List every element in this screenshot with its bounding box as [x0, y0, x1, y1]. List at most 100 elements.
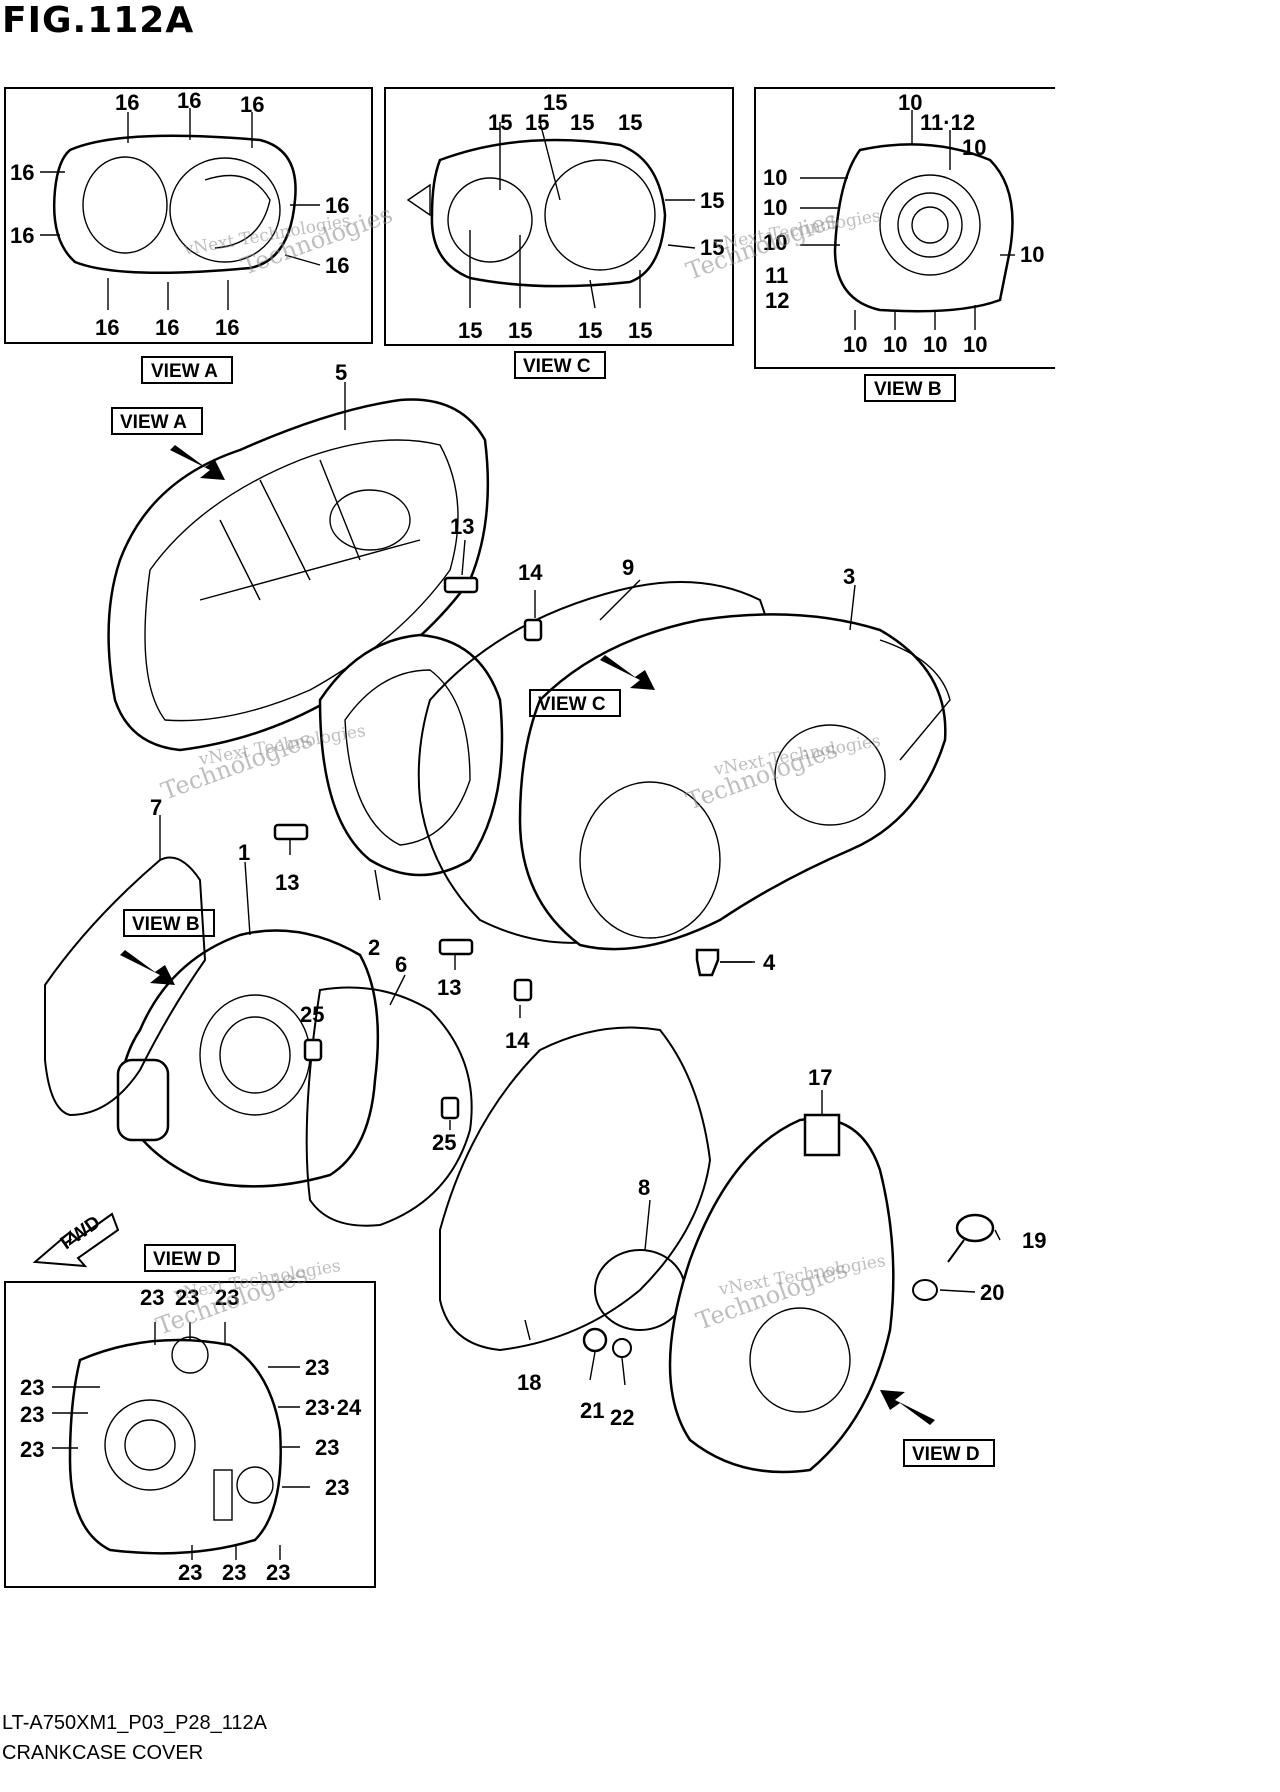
- callout-25a: 25: [300, 1002, 324, 1027]
- callout-7: 7: [150, 795, 162, 820]
- callout-2: 2: [368, 935, 380, 960]
- callout-a3: 16: [240, 92, 264, 117]
- callout-19: 19: [1022, 1228, 1046, 1253]
- part-6-gasket: [305, 986, 473, 1227]
- view-c-label: VIEW C: [523, 356, 591, 377]
- view-a-inset: 16 16 16 16 16 16 16 16 16 16: [4, 87, 373, 344]
- callout-c7: 15: [700, 235, 724, 260]
- callout-a6: 16: [325, 193, 349, 218]
- callout-c5: 15: [618, 110, 642, 135]
- part-3-crankcase-cover: [518, 613, 951, 951]
- callout-d3: 23: [215, 1285, 239, 1310]
- callout-c9: 15: [508, 318, 532, 343]
- callout-b12: 10: [923, 332, 947, 357]
- callout-20: 20: [980, 1280, 1004, 1305]
- part-1-generator-cover: [116, 929, 380, 1188]
- view-d-label-box: [144, 1244, 236, 1272]
- callout-d6: 23: [20, 1437, 44, 1462]
- part-17-right-cover: [668, 1113, 895, 1474]
- callout-a7: 16: [325, 253, 349, 278]
- part-19-oil-cap: [947, 1213, 995, 1263]
- callout-d8: 23·24: [305, 1395, 362, 1420]
- part-18-gasket: [439, 1026, 712, 1352]
- view-b-label-box: [864, 374, 956, 402]
- callout-14b: 14: [505, 1028, 530, 1053]
- callout-d9: 23: [315, 1435, 339, 1460]
- callout-18: 18: [517, 1370, 541, 1395]
- callout-c1: 15: [543, 90, 567, 115]
- main-view-a-label: VIEW A: [120, 412, 187, 433]
- callout-a2: 16: [177, 88, 201, 113]
- callout-5: 5: [335, 360, 347, 385]
- callout-a4: 16: [10, 160, 34, 185]
- view-a-label: VIEW A: [151, 361, 218, 382]
- callout-13c: 13: [437, 975, 461, 1000]
- callout-1: 1: [238, 840, 250, 865]
- callout-c4: 15: [570, 110, 594, 135]
- view-c-label-box: [514, 351, 606, 379]
- callout-6: 6: [395, 952, 407, 977]
- callout-b13: 10: [963, 332, 987, 357]
- fasteners: [273, 576, 543, 1120]
- callout-b8: 11: [765, 263, 788, 288]
- callout-17: 17: [808, 1065, 832, 1090]
- callout-a1: 16: [115, 90, 139, 115]
- callout-d12: 23: [222, 1560, 246, 1585]
- main-view-b-box: [123, 909, 215, 937]
- callout-22: 22: [610, 1405, 634, 1430]
- callout-4: 4: [763, 950, 776, 975]
- callout-25b: 25: [432, 1130, 456, 1155]
- figure-code: LT-A750XM1_P03_P28_112A: [2, 1712, 268, 1734]
- part-21-plug: [582, 1327, 608, 1353]
- callout-9: 9: [622, 555, 634, 580]
- callout-a10: 16: [215, 315, 239, 340]
- fwd-arrow: FWD: [32, 1212, 120, 1268]
- view-c-inset: 15 15 15 15 15 15 15 15 15 15 15 15: [384, 87, 734, 346]
- callout-14a: 14: [518, 560, 543, 585]
- callout-d10: 23: [325, 1475, 349, 1500]
- main-view-c-label: VIEW C: [538, 694, 606, 715]
- callout-d1: 23: [140, 1285, 164, 1310]
- figure-title: FIG.112A: [2, 0, 195, 41]
- callout-d11: 23: [178, 1560, 202, 1585]
- callout-c11: 15: [628, 318, 652, 343]
- callout-21: 21: [580, 1398, 604, 1423]
- main-leader-lines: [159, 382, 1001, 1386]
- main-view-b-label: VIEW B: [132, 914, 200, 935]
- part-2-inner-cover: [318, 633, 504, 877]
- callout-c2: 15: [488, 110, 512, 135]
- part-22-o-ring: [612, 1338, 632, 1358]
- main-view-d-label: VIEW D: [912, 1444, 980, 1465]
- callout-b7: 10: [1020, 242, 1044, 267]
- callout-b2: 11·12: [920, 110, 975, 135]
- view-a-label-box: [141, 356, 233, 384]
- view-b-inset: 10 11·12 10 10 10 10 10 11 12 10 10 10 1…: [754, 87, 1055, 369]
- callout-b1: 10: [898, 90, 922, 115]
- callout-b11: 10: [883, 332, 907, 357]
- callout-d13: 23: [266, 1560, 290, 1585]
- view-arrows: [120, 445, 935, 1425]
- fwd-label: FWD: [57, 1212, 104, 1254]
- main-view-d-box: [903, 1439, 995, 1467]
- callout-a9: 16: [155, 315, 179, 340]
- callout-d2: 23: [175, 1285, 199, 1310]
- callout-b3: 10: [962, 135, 986, 160]
- callout-d7: 23: [305, 1355, 329, 1380]
- callout-c3: 15: [525, 110, 549, 135]
- view-d-label: VIEW D: [153, 1249, 221, 1270]
- view-b-label: VIEW B: [874, 379, 942, 400]
- callout-3: 3: [843, 564, 855, 589]
- callout-b6: 10: [763, 230, 787, 255]
- callout-b4: 10: [763, 165, 787, 190]
- main-view-a-box: [111, 407, 203, 435]
- callout-8: 8: [638, 1175, 650, 1200]
- part-20-o-ring: [912, 1279, 938, 1301]
- callout-c6: 15: [700, 188, 724, 213]
- figure-name: CRANKCASE COVER: [2, 1742, 204, 1764]
- callout-c10: 15: [578, 318, 602, 343]
- callout-13a: 13: [450, 514, 474, 539]
- main-view-c-box: [529, 689, 621, 717]
- callout-d4: 23: [20, 1375, 44, 1400]
- view-d-inset: 23 23 23 23 23 23 23 23·24 23 23 23 23 2…: [4, 1281, 376, 1588]
